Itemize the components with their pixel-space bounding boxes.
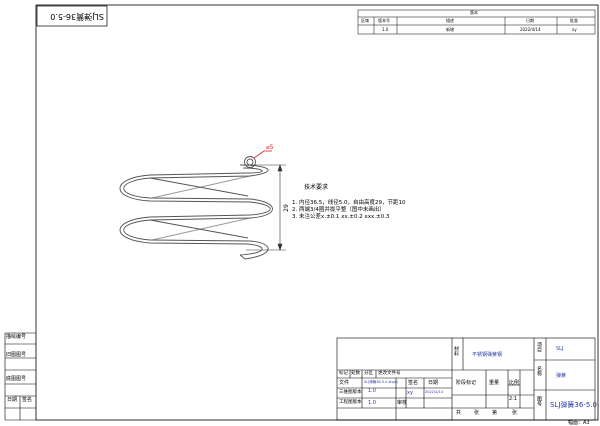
tb-drawing-no-value: SLJ弹簧36-5.0 <box>550 401 597 409</box>
stamp-text: SLJ弹簧36-5.0 <box>50 12 104 21</box>
tb-scale-label: 比例 <box>509 380 520 386</box>
sheet-size-label: 幅面：A3 <box>568 420 590 426</box>
revision-cell-approver: xy <box>572 27 577 32</box>
notes-title: 技术要求 <box>304 184 329 191</box>
spring-coil-drawing <box>119 156 273 260</box>
tb-name-value: 弹簧 <box>556 373 567 379</box>
label-date: 日期 <box>7 397 18 403</box>
tb-name-label: 名称 <box>536 366 542 376</box>
tb-date-label: 日期 <box>428 380 439 386</box>
tb-designer-name: xy <box>407 390 413 396</box>
tb-designer-date: 2022/4/14 <box>425 390 443 394</box>
note-item-1: 1. 内径36.5，线径5.0，自由高度29，节距10 <box>292 200 406 206</box>
label-base-drawing-no: 底图图号 <box>6 376 27 382</box>
tb-material-label: 材料 <box>453 346 459 356</box>
revision-cell-version: 1.0 <box>382 27 389 32</box>
tb-sign-label: 签名 <box>408 380 419 386</box>
diameter-leader <box>253 150 272 159</box>
tb-designer-value: 1.0 <box>368 388 376 394</box>
height-dimension <box>246 164 286 251</box>
tb-mark-header-change: 更改文件号 <box>378 371 401 376</box>
tb-project-label: 项目 <box>536 342 542 352</box>
revision-table-lines <box>357 9 596 35</box>
revision-table-title: 版本 <box>470 10 478 15</box>
note-item-3: 3. 未注公差x.±0.1 xx.±0.2 xxx.±0.3 <box>292 214 390 220</box>
border-frame <box>35 4 599 421</box>
revision-cell-description: 新增 <box>446 27 454 32</box>
height-label: 29 <box>282 204 290 212</box>
diameter-value: 5 <box>269 144 274 151</box>
label-drawing-register: 描绘编号 <box>6 334 27 340</box>
tb-weight-label: 重量 <box>489 380 500 386</box>
tb-material-value: 不锈钢弹簧钢 <box>472 352 503 358</box>
stamp-box <box>36 5 108 27</box>
left-column-lines <box>4 332 36 421</box>
tb-sheet-index: 第 <box>492 410 498 416</box>
tb-mark-header-count: 处数 <box>351 371 360 376</box>
title-block-lines <box>336 337 596 421</box>
revision-header-approver: 批准 <box>570 18 578 23</box>
diameter-label: ⌀5 <box>266 144 274 151</box>
tb-drawing-no-label: 图号 <box>536 396 542 406</box>
tb-sheet-total: 共 <box>456 410 462 416</box>
tb-scale-value: 2:1 <box>509 396 518 402</box>
tb-sheet-unit-2: 张 <box>512 410 518 416</box>
revision-header-area: 区域 <box>361 18 369 23</box>
label-signature: 签名 <box>22 397 33 403</box>
tb-mark-header-zone: 分区 <box>364 371 373 376</box>
tb-engineering-label: 工程图版本 <box>339 400 362 405</box>
tb-mark-header-mark: 标记 <box>339 371 348 376</box>
tb-stage-label: 阶段标记 <box>456 380 477 386</box>
revision-header-date: 日期 <box>526 18 534 23</box>
tb-engineering-value: 1.0 <box>368 400 376 406</box>
tb-designer-label: 三维图版本 <box>339 390 362 395</box>
revision-header-description: 描述 <box>446 18 454 23</box>
tb-review-label: 审核 <box>397 400 408 406</box>
tb-file-value: SLJ弹簧36-5.0.slvprj <box>364 380 399 384</box>
revision-cell-date: 2022/4/14 <box>520 27 541 32</box>
label-old-drawing-no: 旧图图号 <box>6 352 27 358</box>
tb-sheet-unit-1: 张 <box>474 410 480 416</box>
tb-project-value: SLJ <box>556 346 564 352</box>
note-item-2: 2. 两端3/4圈并拢平整（图中未画出） <box>292 207 385 213</box>
revision-header-version: 版本号 <box>378 18 390 23</box>
tb-file-label: 文件 <box>339 380 350 386</box>
